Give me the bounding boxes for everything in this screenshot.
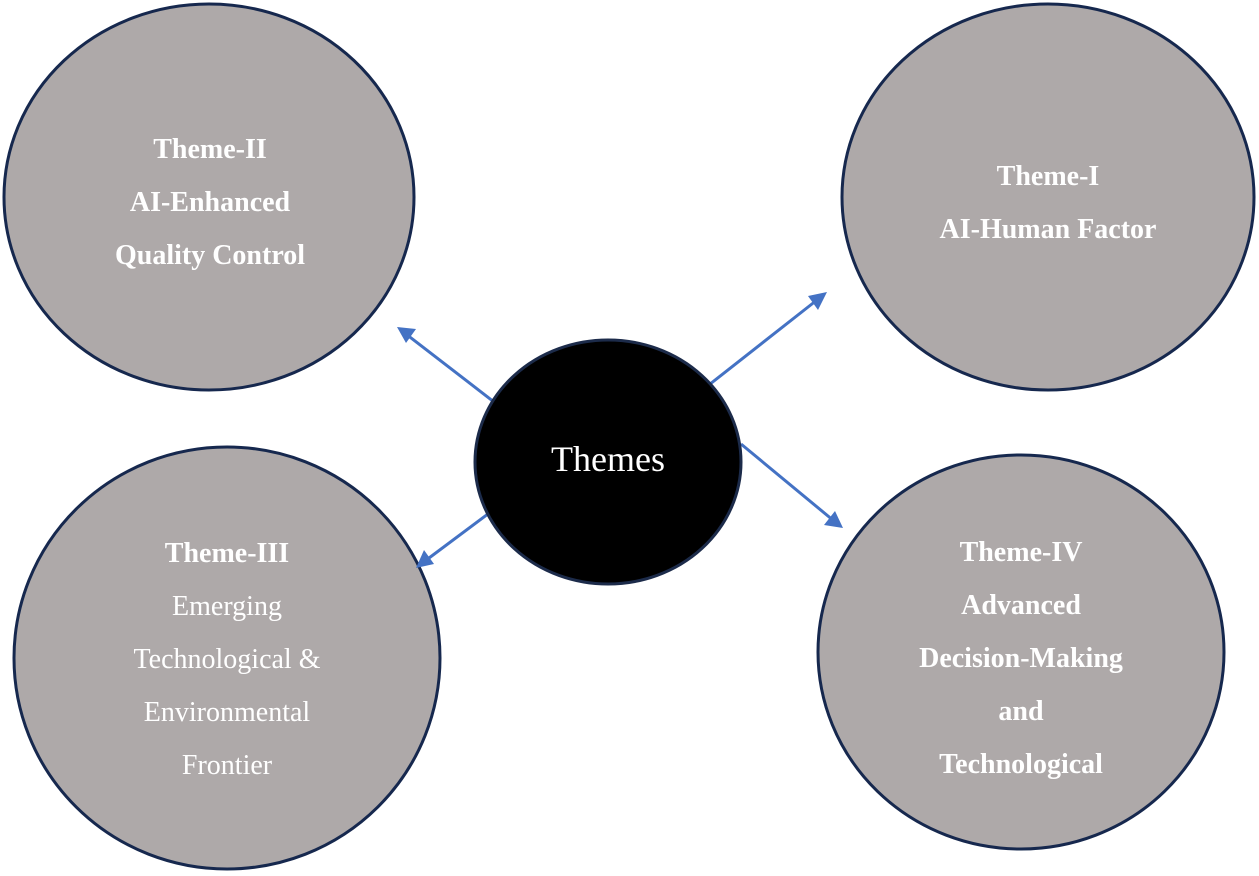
theme-4-circle xyxy=(816,453,1226,851)
theme-2-label: Theme-II AI-Enhanced Quality Control xyxy=(40,123,380,282)
theme-2-line-2: AI-Enhanced xyxy=(129,187,291,218)
theme-3-line-1: Theme-III xyxy=(164,538,290,569)
center-label: Themes xyxy=(551,439,665,479)
arrow-to-theme-2 xyxy=(405,332,499,407)
theme-3-line-2: Emerging xyxy=(172,591,282,622)
arrowhead-theme-4 xyxy=(824,511,843,528)
theme-4-line-3: Decision-Making xyxy=(919,643,1123,674)
theme-4-line-2: Advanced xyxy=(961,590,1081,621)
theme-4-label: Theme-IV Advanced Decision-Making and Te… xyxy=(851,526,1191,791)
theme-3-label: Theme-III Emerging Technological & Envir… xyxy=(57,527,397,792)
arrowhead-theme-3 xyxy=(416,550,434,568)
theme-4-line-5: Technological xyxy=(939,749,1103,780)
arrow-to-theme-1 xyxy=(704,298,818,390)
theme-4-line-1: Theme-IV xyxy=(959,537,1083,568)
theme-3-line-3: Technological & xyxy=(133,644,321,675)
theme-4-line-4: and xyxy=(998,696,1044,727)
arrowhead-theme-2 xyxy=(397,327,416,343)
arrow-to-theme-4 xyxy=(740,442,835,523)
theme-3-line-4: Environmental xyxy=(143,697,311,728)
theme-1-circle xyxy=(840,2,1256,392)
theme-2-circle xyxy=(2,2,416,392)
theme-3-circle xyxy=(12,445,442,871)
theme-2-line-1: Theme-II xyxy=(153,134,267,165)
arrowhead-theme-1 xyxy=(808,292,827,310)
theme-1-line-1: Theme-I xyxy=(996,161,1100,192)
theme-1-line-2: AI-Human Factor xyxy=(939,214,1157,245)
center-circle xyxy=(473,338,743,586)
theme-3-line-5: Frontier xyxy=(181,750,273,781)
theme-1-label: Theme-I AI-Human Factor xyxy=(878,150,1218,256)
theme-2-line-3: Quality Control xyxy=(114,240,306,271)
